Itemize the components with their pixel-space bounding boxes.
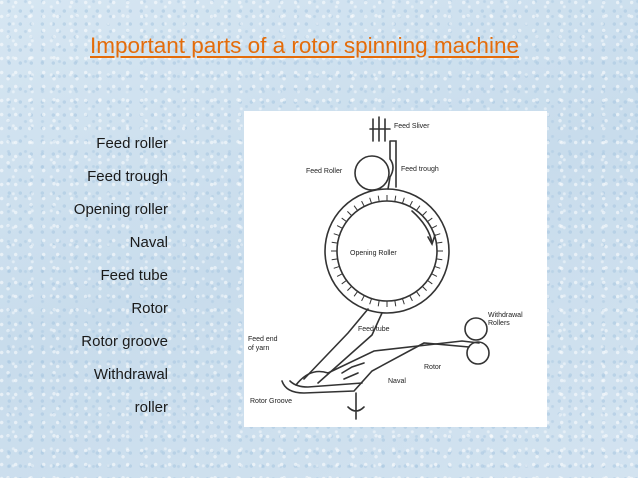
- label-naval: Naval: [388, 378, 406, 385]
- slide-title: Important parts of a rotor spinning mach…: [90, 33, 519, 58]
- withdrawal-roller-top: [464, 317, 488, 341]
- opening-roller-pin: [427, 279, 433, 285]
- label-feed-end-1: Feed end: [248, 336, 278, 343]
- opening-roller-pin: [436, 241, 443, 244]
- opening-roller-housing: [324, 188, 450, 314]
- label-feed-trough: Feed trough: [401, 166, 439, 173]
- opening-roller-pin: [394, 300, 397, 307]
- opening-roller-pin: [409, 295, 413, 302]
- parts-list-item: Rotor groove: [81, 333, 168, 350]
- yarn-path: [295, 340, 480, 386]
- rotor-machine-diagram: Feed Sliver Feed Roller Feed trough Open…: [244, 111, 547, 427]
- feed-sliver-shape: [369, 116, 391, 142]
- label-feed-tube: Feed tube: [358, 326, 390, 333]
- opening-roller-pin: [415, 291, 421, 297]
- opening-roller-pins: [331, 195, 443, 307]
- opening-roller-pin: [353, 205, 359, 211]
- label-withdrawal-rollers-2: Rollers: [488, 320, 510, 327]
- label-withdrawal-rollers-1: Withdrawal: [488, 312, 523, 319]
- rotation-arrowhead: [427, 234, 436, 246]
- opening-roller-pin: [434, 265, 441, 269]
- parts-list-item: Rotor: [131, 300, 168, 317]
- naval-shape: [341, 362, 365, 380]
- opening-roller-pin: [422, 211, 427, 216]
- opening-roller-pin: [436, 258, 443, 261]
- label-rotor: Rotor: [424, 364, 442, 371]
- opening-roller-pin: [331, 258, 338, 261]
- opening-roller-pin: [341, 217, 347, 223]
- opening-roller-pin: [401, 298, 405, 305]
- parts-list-item: Withdrawal: [93, 366, 168, 383]
- opening-roller-pin: [336, 225, 343, 229]
- opening-roller-pin: [333, 265, 340, 269]
- label-feed-end-2: of yarn: [248, 345, 270, 352]
- opening-roller-pin: [369, 197, 373, 204]
- label-opening-roller: Opening Roller: [350, 250, 397, 257]
- opening-roller-pin: [347, 286, 352, 291]
- opening-roller-pin: [409, 200, 413, 207]
- label-rotor-groove: Rotor Groove: [250, 398, 292, 405]
- opening-roller-pin: [347, 211, 352, 216]
- opening-roller-pin: [341, 279, 347, 285]
- label-feed-sliver: Feed Sliver: [394, 123, 430, 130]
- parts-list-item: Opening roller: [73, 201, 168, 218]
- opening-roller-pin: [361, 295, 365, 302]
- opening-roller-pin: [331, 241, 338, 244]
- opening-roller-pin: [333, 233, 340, 237]
- label-feed-roller: Feed Roller: [306, 168, 343, 175]
- diagram-svg: Feed Sliver Feed Roller Feed trough Open…: [248, 116, 523, 420]
- rotation-arrow: [411, 210, 433, 244]
- opening-roller-pin: [336, 273, 343, 277]
- opening-roller-pin: [401, 197, 405, 204]
- opening-roller-pin: [369, 298, 373, 305]
- opening-roller-pin: [394, 195, 397, 202]
- opening-roller-pin: [422, 286, 427, 291]
- feed-tube-shape: [303, 308, 383, 384]
- parts-list: Feed roller Feed trough Opening roller N…: [74, 133, 168, 430]
- parts-list-item: Feed trough: [87, 168, 168, 185]
- opening-roller-pin: [377, 195, 380, 202]
- rotor-inner: [289, 380, 363, 388]
- feed-roller-shape: [354, 155, 390, 191]
- opening-roller-pin: [377, 300, 380, 307]
- opening-roller-pin: [427, 217, 433, 223]
- parts-list-item: Naval: [129, 234, 168, 251]
- rotor-shape: [281, 342, 470, 394]
- opening-roller-pin: [431, 225, 438, 229]
- rotor-shaft: [347, 392, 365, 420]
- opening-roller-pin: [415, 205, 421, 211]
- opening-roller-pin: [361, 200, 365, 207]
- opening-roller-pin: [434, 233, 441, 237]
- withdrawal-roller-bottom: [466, 341, 490, 365]
- feed-trough-shape: [387, 140, 397, 190]
- opening-roller-pin: [353, 291, 359, 297]
- opening-roller-pin: [431, 273, 438, 277]
- parts-list-item: roller: [134, 399, 168, 416]
- parts-list-item: Feed tube: [100, 267, 168, 284]
- parts-list-item: Feed roller: [96, 135, 168, 152]
